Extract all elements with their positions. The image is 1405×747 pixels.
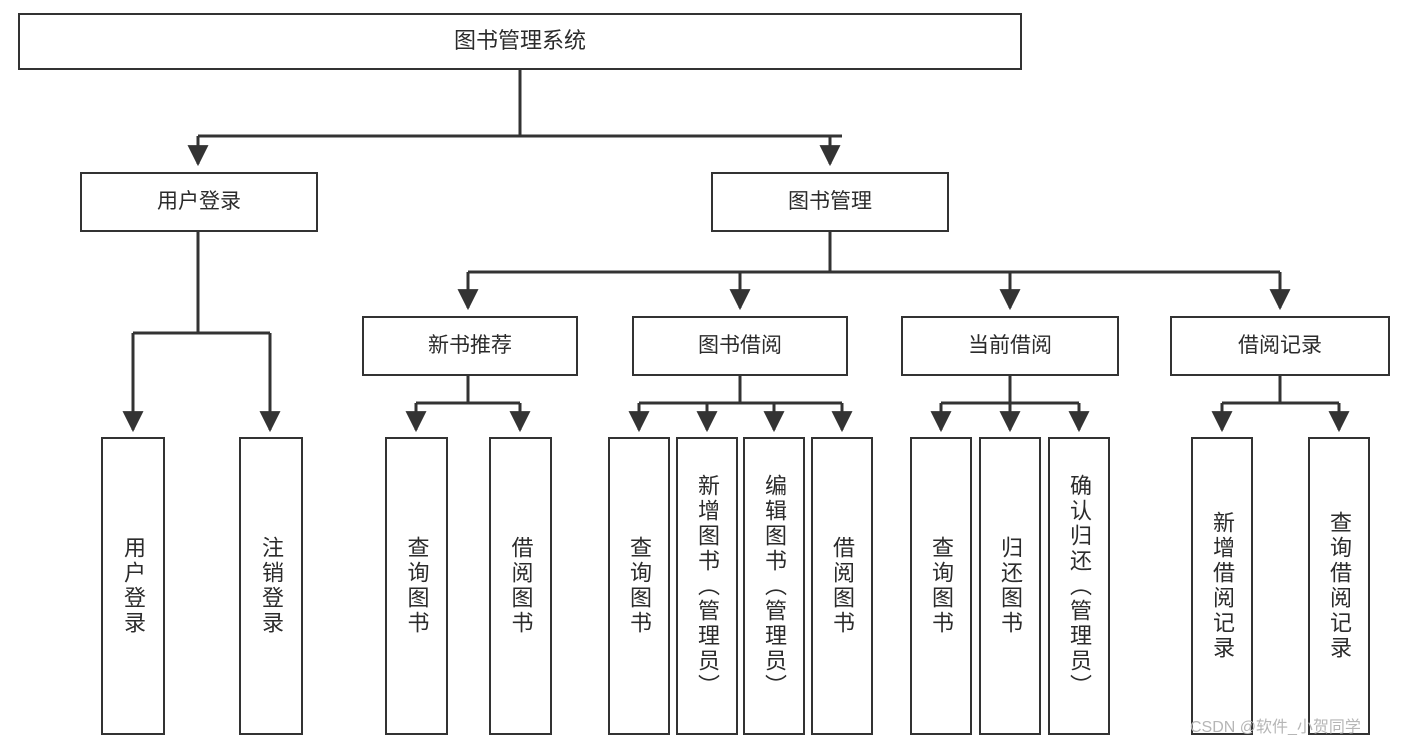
node-label: 图书管理系统 bbox=[453, 28, 586, 54]
node-new-book-recommend[interactable]: 新书推荐 bbox=[362, 316, 578, 376]
node-label: 借阅记录 bbox=[1238, 334, 1322, 358]
node-label: 图书借阅 bbox=[698, 334, 782, 358]
node-label: 借阅图书 bbox=[830, 536, 855, 636]
leaf-borrow-book[interactable]: 借阅图书 bbox=[811, 437, 873, 735]
node-current-borrow[interactable]: 当前借阅 bbox=[901, 316, 1119, 376]
leaf-user-login[interactable]: 用户登录 bbox=[101, 437, 165, 735]
leaf-user-logout[interactable]: 注销登录 bbox=[239, 437, 303, 735]
leaf-edit-book[interactable]: 编辑图书（管理员） bbox=[743, 437, 805, 735]
node-label: 图书管理 bbox=[788, 190, 872, 214]
leaf-query-borrow-record[interactable]: 查询借阅记录 bbox=[1308, 437, 1370, 735]
leaf-add-book[interactable]: 新增图书（管理员） bbox=[676, 437, 738, 735]
node-root-system[interactable]: 图书管理系统 bbox=[18, 13, 1022, 70]
node-label: 当前借阅 bbox=[968, 334, 1052, 358]
node-label: 注销登录 bbox=[259, 536, 284, 636]
node-label: 新书推荐 bbox=[428, 334, 512, 358]
leaf-add-borrow-record[interactable]: 新增借阅记录 bbox=[1191, 437, 1253, 735]
node-label: 归还图书 bbox=[998, 536, 1023, 636]
leaf-query-book-current[interactable]: 查询图书 bbox=[910, 437, 972, 735]
node-label: 编辑图书（管理员） bbox=[762, 473, 787, 699]
watermark-text: CSDN @软件_小贺同学 bbox=[1190, 719, 1361, 736]
node-user-login[interactable]: 用户登录 bbox=[80, 172, 318, 232]
node-label: 用户登录 bbox=[121, 536, 146, 636]
leaf-return-book[interactable]: 归还图书 bbox=[979, 437, 1041, 735]
leaf-confirm-return[interactable]: 确认归还（管理员） bbox=[1048, 437, 1110, 735]
node-label: 查询图书 bbox=[627, 536, 652, 636]
node-label: 查询图书 bbox=[404, 536, 430, 636]
node-label: 借阅图书 bbox=[508, 536, 534, 636]
node-label: 新增借阅记录 bbox=[1210, 511, 1235, 661]
leaf-borrow-book-recommend[interactable]: 借阅图书 bbox=[489, 437, 552, 735]
node-label: 用户登录 bbox=[157, 190, 241, 214]
leaf-query-book-borrow[interactable]: 查询图书 bbox=[608, 437, 670, 735]
leaf-query-book-recommend[interactable]: 查询图书 bbox=[385, 437, 448, 735]
node-label: 新增图书（管理员） bbox=[695, 473, 720, 699]
node-borrow-record[interactable]: 借阅记录 bbox=[1170, 316, 1390, 376]
node-book-manage[interactable]: 图书管理 bbox=[711, 172, 949, 232]
node-label: 查询借阅记录 bbox=[1327, 511, 1352, 661]
node-label: 确认归还（管理员） bbox=[1067, 473, 1092, 699]
node-label: 查询图书 bbox=[929, 536, 954, 636]
node-book-borrow[interactable]: 图书借阅 bbox=[632, 316, 848, 376]
